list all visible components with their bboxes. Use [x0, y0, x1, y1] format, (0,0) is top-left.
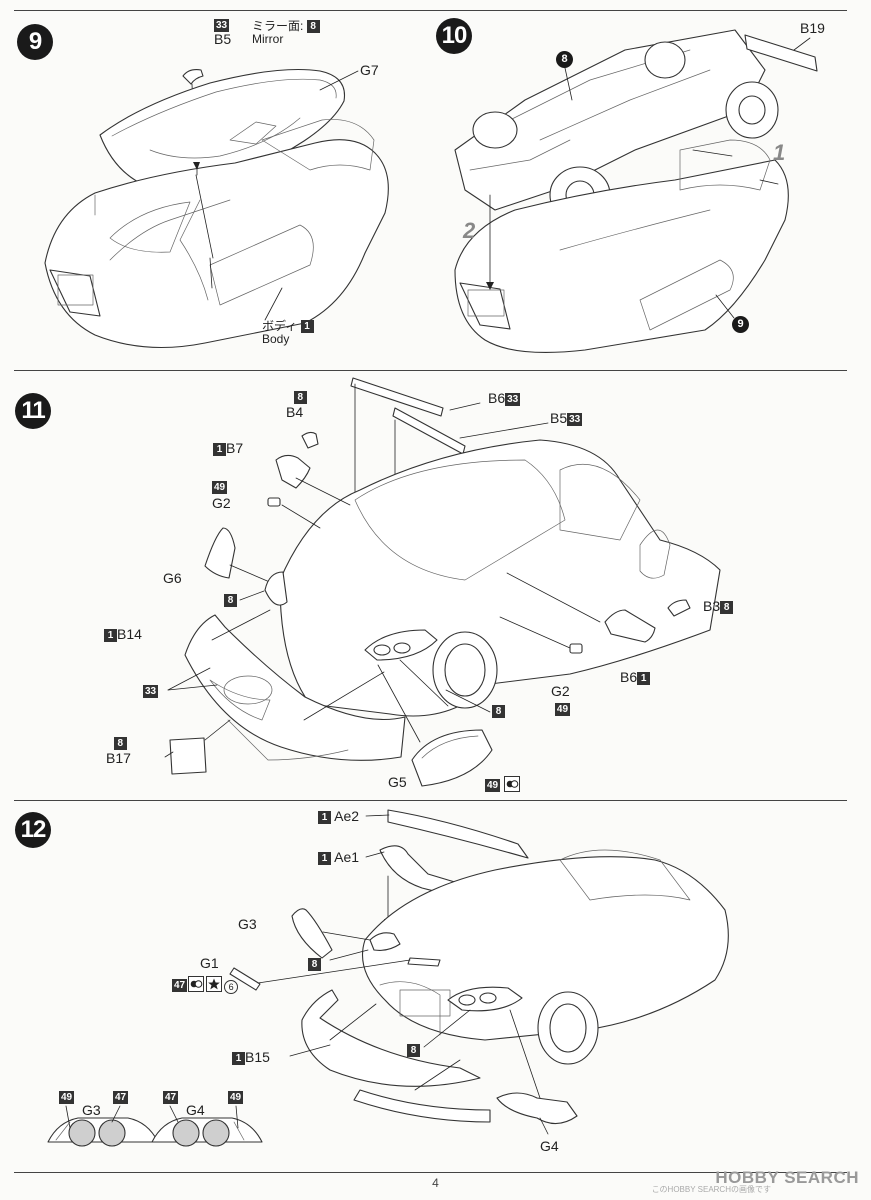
ae1-label: 1 Ae1 [318, 849, 359, 865]
ae1-color-chip: 1 [318, 852, 331, 865]
legend-g3-left-chip: 49 [59, 1091, 75, 1104]
legend-g4-right-chip: 49 [228, 1091, 244, 1104]
ae2-code: Ae2 [334, 808, 360, 824]
b4-code: B4 [286, 404, 304, 420]
bottom-rule [14, 1172, 847, 1173]
g3-label: G3 [238, 916, 257, 932]
b5-code: B5 [214, 31, 232, 47]
b17-color-chip: 8 [113, 737, 127, 750]
page-number: 4 [432, 1176, 439, 1190]
paint-mix-icon [188, 976, 205, 992]
g4-label: G4 [540, 1138, 559, 1154]
g5-label: G5 [388, 774, 407, 790]
legend-g3-right-chip: 47 [113, 1091, 129, 1104]
ae2-label: 1 Ae2 [318, 808, 359, 824]
order-marker-2: 2 [463, 218, 476, 243]
taillamp-color-chip-a: 8 [308, 958, 321, 971]
g2-code: G2 [212, 495, 231, 511]
watermark-logo: HOBBY SEARCH [715, 1168, 859, 1187]
divider-11-12 [14, 800, 847, 801]
b5-label: 33 B5 [214, 17, 231, 46]
color-chip-33: 33 [214, 19, 230, 32]
decal-star-icon [206, 976, 223, 992]
ref-step-8: 8 [556, 51, 573, 68]
body-en: Body [262, 332, 290, 346]
b14-code: B14 [117, 626, 142, 642]
mirror-color-chip: 8 [306, 20, 320, 33]
b7-color-chip: 1 [213, 443, 226, 456]
ref-step-9: 9 [732, 316, 749, 333]
g6-label: G6 [163, 570, 182, 586]
g1-label: G1 [200, 955, 219, 971]
grille-color-chip: 33 [143, 685, 159, 698]
b6-code: B6 [488, 390, 506, 406]
g7-label: G7 [360, 62, 379, 78]
b5-color-chip: 33 [567, 413, 583, 426]
g2-color-chip: 49 [212, 481, 228, 494]
body-label: ボディ 1 Body [262, 320, 314, 346]
b4-label: 8 B4 [286, 388, 307, 420]
b7-code: B7 [226, 440, 244, 456]
ae2-color-chip: 1 [318, 811, 331, 824]
mirror-note: ミラー面: 8 Mirror [252, 20, 320, 46]
mirror-jp: ミラー面: [252, 19, 304, 33]
g5-color-note: 49 [485, 776, 521, 792]
b4-color-chip: 8 [293, 391, 307, 404]
b5-code: B5 [550, 410, 568, 426]
legend-g3-label: G3 [82, 1102, 101, 1118]
b14-color-chip: 1 [104, 629, 117, 642]
b6-color-chip: 33 [505, 393, 521, 406]
b19-label: B19 [800, 20, 825, 36]
watermark-caption: このHOBBY SEARCHの画像です [651, 1185, 771, 1194]
ae1-code: Ae1 [334, 849, 360, 865]
step-9-number: 9 [17, 24, 53, 60]
decal-number: 6 [224, 980, 239, 994]
top-rule [14, 10, 847, 11]
paint-mix-icon [504, 776, 521, 792]
taillamp-color-chip-b: 8 [407, 1044, 420, 1057]
legend-g4-left-chip: 47 [163, 1091, 179, 1104]
lamp-color-chip-right: 8 [492, 705, 505, 718]
body-color-chip: 1 [300, 320, 314, 333]
b3-code: B3 [703, 598, 721, 614]
g2-left-label: 49 G2 [212, 478, 231, 512]
legend-g4-label: G4 [186, 1102, 205, 1118]
body-jp: ボディ [262, 319, 298, 333]
b15-color-chip: 1 [232, 1052, 245, 1065]
g1-color-note: 47 6 [172, 976, 239, 994]
b6-mirror-color-chip: 1 [637, 672, 651, 685]
b17-code: B17 [106, 750, 131, 766]
step-11-number: 11 [15, 393, 51, 429]
b15-code: B15 [245, 1049, 270, 1065]
step-12-number: 12 [15, 812, 51, 848]
b17-label: 8 B17 [106, 734, 131, 766]
g2-right-color-chip: 49 [554, 703, 571, 716]
g2-right-code: G2 [551, 683, 570, 699]
divider-10-11 [14, 370, 847, 371]
order-marker-1: 1 [773, 140, 786, 165]
g1-color-chip: 47 [172, 979, 188, 992]
b6-mirror-code: B6 [620, 669, 638, 685]
g2-right-label: G2 49 [551, 683, 571, 717]
b3-color-chip: 8 [720, 601, 734, 614]
mirror-en: Mirror [252, 32, 284, 46]
step-10-number: 10 [436, 18, 472, 54]
lamp-color-chip-left: 8 [224, 594, 237, 607]
g5-color-chip: 49 [485, 779, 501, 792]
